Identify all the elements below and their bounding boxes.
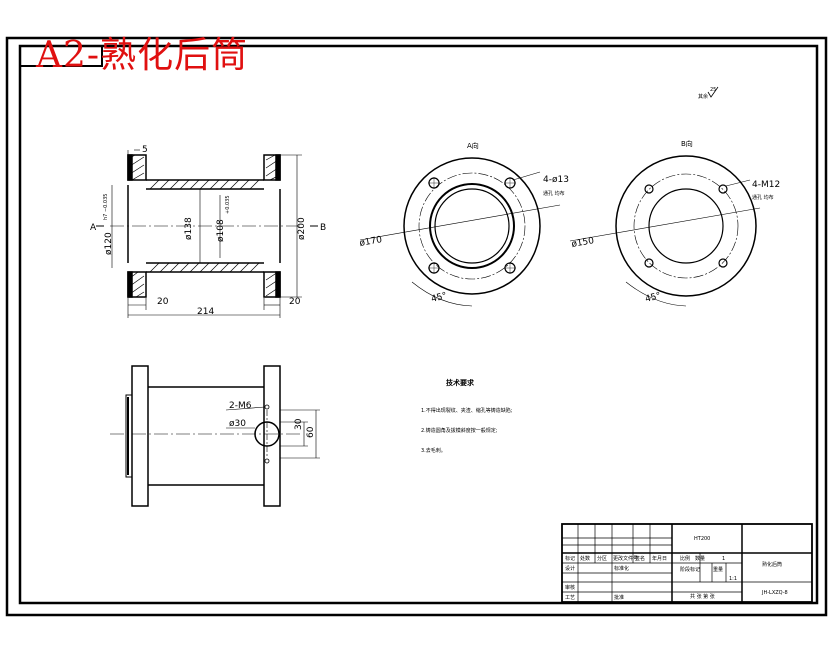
view-b bbox=[569, 155, 761, 307]
side-h1: 30 bbox=[294, 418, 304, 430]
drawing-title: A2-熟化后筒 bbox=[36, 35, 249, 76]
tb-col-0: 处数 bbox=[580, 555, 590, 562]
dim-left-od: ø120 bbox=[104, 232, 114, 255]
dim-inner: ø108 bbox=[216, 219, 226, 242]
tb-col-3: 签名 bbox=[635, 555, 645, 562]
tech-note-3: 3.去毛刺。 bbox=[421, 447, 446, 454]
tb-scale-value: 1:1 bbox=[729, 576, 737, 582]
tb-sheet: 共 张 第 张 bbox=[690, 593, 715, 600]
side-view bbox=[110, 365, 320, 507]
roughness-value: 25 bbox=[710, 87, 716, 93]
tb-part-name: 熟化后筒 bbox=[762, 561, 782, 568]
view-b-pcd: ø150 bbox=[571, 236, 595, 250]
dim-bore: ø138 bbox=[184, 217, 194, 240]
tech-note-1: 1.不得出现裂纹、夹渣、缩孔等铸造缺陷; bbox=[421, 407, 513, 414]
outer-border bbox=[5, 36, 828, 617]
dim-outer: ø200 bbox=[297, 217, 307, 240]
title-block bbox=[561, 523, 813, 603]
tb-stage-label: 阶段标记 bbox=[680, 566, 700, 573]
view-b-holes-note: 通孔 均布 bbox=[752, 194, 774, 201]
view-a-holes: 4-ø13 bbox=[543, 175, 569, 185]
tb-drawing-no: JH-LXZQ-8 bbox=[761, 590, 788, 596]
side-h2: 60 bbox=[306, 426, 316, 438]
dim-flange-left: 20 bbox=[157, 297, 169, 307]
tb-quantity-value: 1 bbox=[722, 556, 725, 562]
tb-quantity-label: 数量 bbox=[695, 555, 705, 562]
view-b-angle: 45° bbox=[644, 291, 662, 305]
dim-flange-right: 20 bbox=[289, 297, 301, 307]
tb-row-1: 设计 bbox=[565, 565, 575, 572]
section-marker-b: B bbox=[320, 223, 326, 233]
tb-scale-label: 比例 bbox=[680, 555, 690, 562]
dim-top-width: 5 bbox=[142, 145, 148, 155]
tech-notes: 技术要求 1.不得出现裂纹、夹渣、缩孔等铸造缺陷; 2.铸造圆角及拔模斜度按一般… bbox=[421, 378, 513, 454]
tb-col-4: 年月日 bbox=[652, 555, 667, 562]
tech-note-2: 2.铸造圆角及拔模斜度按一般规定; bbox=[421, 427, 498, 434]
tech-notes-heading: 技术要求 bbox=[446, 378, 475, 387]
tb-col-1: 分区 bbox=[597, 555, 607, 562]
main-section-view bbox=[96, 149, 318, 318]
tb-weight-label: 重量 bbox=[713, 566, 723, 573]
view-a-pcd: ø170 bbox=[359, 235, 383, 249]
tb-col-2: 更改文件号 bbox=[613, 555, 638, 562]
tb-material: HT200 bbox=[694, 536, 710, 542]
tb-row-0: 标记 bbox=[565, 555, 575, 562]
view-a bbox=[359, 157, 561, 307]
tb-row-2: 审核 bbox=[565, 584, 575, 591]
dim-left-fit: h7 −0.035 bbox=[103, 194, 109, 220]
view-b-holes: 4-M12 bbox=[752, 180, 780, 190]
roughness-symbol: 其余 25 bbox=[698, 86, 719, 100]
dim-inner-fit: +0.035 bbox=[225, 195, 231, 214]
view-b-label: B向 bbox=[681, 139, 693, 148]
dim-length: 214 bbox=[197, 307, 214, 317]
view-a-label: A向 bbox=[467, 141, 479, 150]
tb-row-3: 工艺 bbox=[565, 595, 575, 601]
roughness-label: 其余 bbox=[698, 93, 708, 100]
view-a-angle: 45° bbox=[430, 291, 448, 305]
view-a-holes-note: 通孔 均布 bbox=[543, 190, 565, 197]
side-tap: 2-M6 bbox=[229, 401, 252, 411]
side-hole: ø30 bbox=[229, 419, 246, 429]
section-marker-a: A bbox=[90, 223, 97, 233]
corner-label-box bbox=[19, 45, 103, 67]
inner-border bbox=[18, 44, 819, 605]
tb-std-label: 标准化 bbox=[614, 565, 629, 572]
tb-approve-label: 批准 bbox=[614, 594, 624, 601]
